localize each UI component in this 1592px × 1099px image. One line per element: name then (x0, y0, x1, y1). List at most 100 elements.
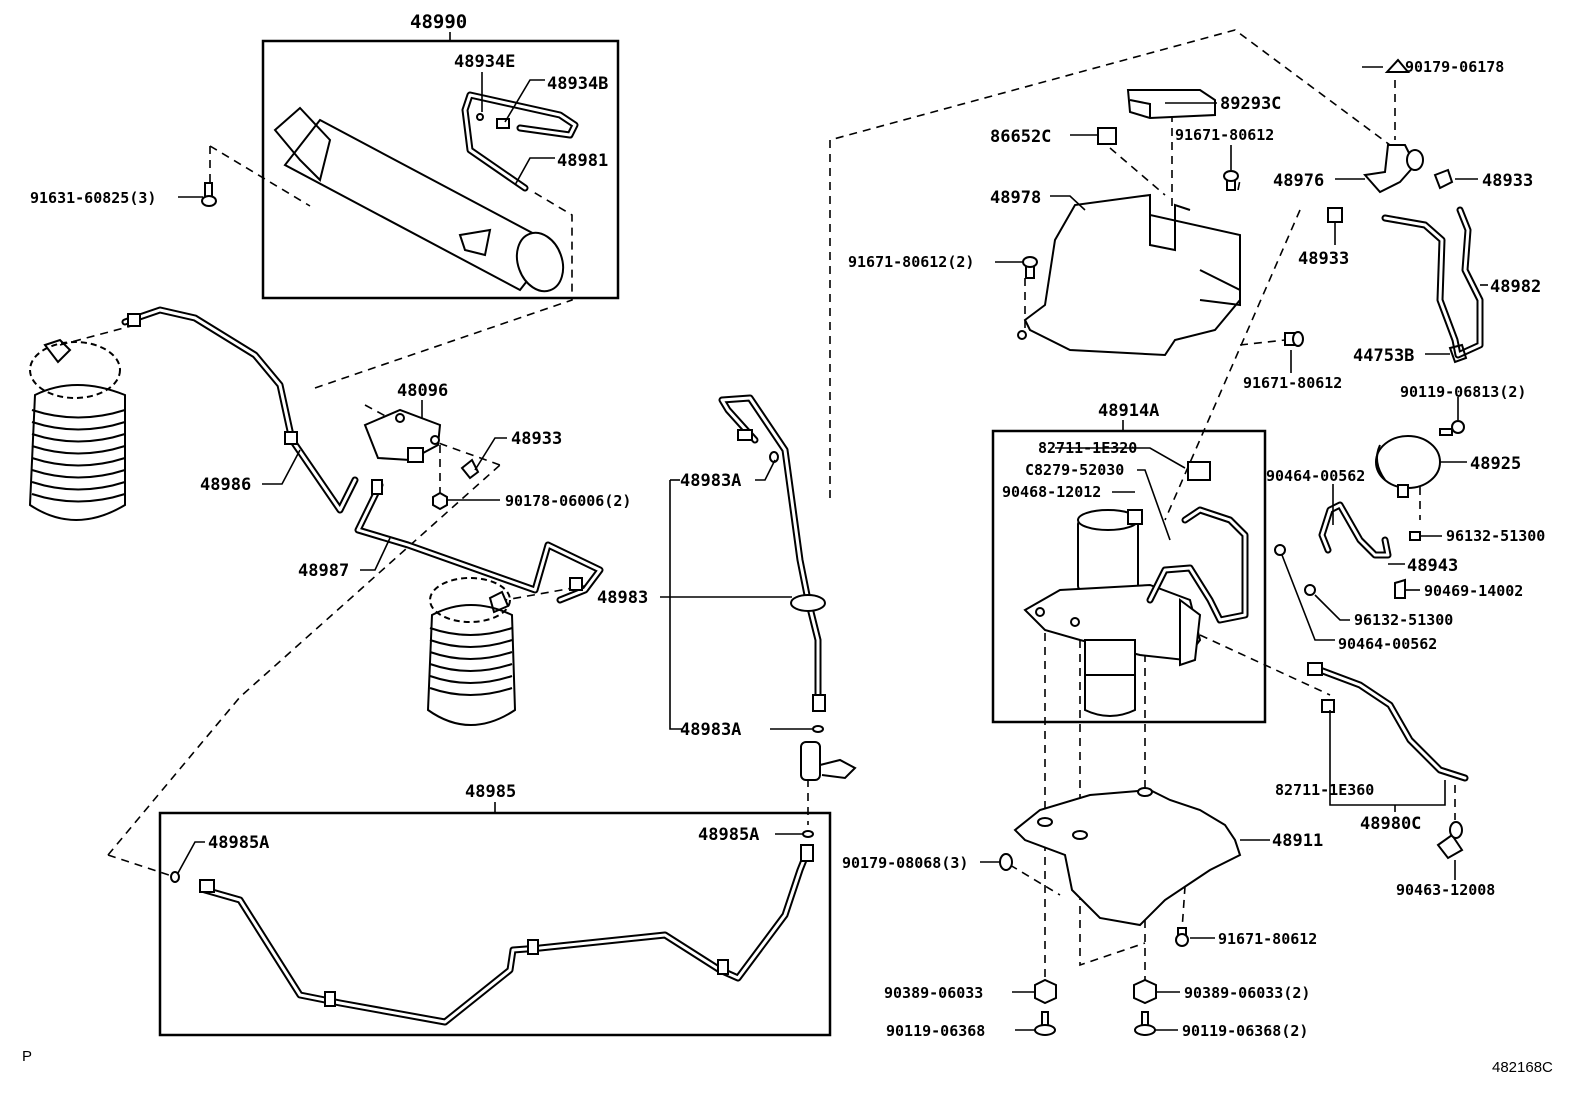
group-box-48914A (991, 429, 1267, 724)
label-90389-06033-right: 90389-06033(2) (1184, 984, 1310, 1002)
label-48983A-upper: 48983A (680, 471, 741, 491)
label-89293C: 89293C (1220, 94, 1281, 114)
computer-89293C[interactable] (1126, 89, 1216, 120)
bolt-90119-06368-left[interactable] (1034, 1011, 1056, 1036)
label-90464-00562-lower: 90464-00562 (1338, 635, 1437, 653)
label-48983: 48983 (597, 588, 648, 608)
o-ring-48983A-lower[interactable] (812, 725, 824, 733)
label-90463-12008: 90463-12008 (1396, 881, 1495, 899)
clip-48933-top-right[interactable] (1433, 168, 1454, 190)
label-90389-06033-left: 90389-06033 (884, 984, 983, 1002)
label-82711-1E320: 82711-1E320 (1038, 439, 1137, 457)
pipe-48985[interactable] (199, 844, 814, 1026)
pipe-48983[interactable] (718, 394, 826, 712)
label-91671-80612-top: 91671-80612 (1175, 126, 1274, 144)
label-90119-06368-left: 90119-06368 (886, 1022, 985, 1040)
label-48943: 48943 (1407, 556, 1458, 576)
o-ring-48985A-right[interactable] (802, 830, 814, 838)
hose-48982[interactable] (1381, 206, 1484, 359)
bolt-90119-06368-right[interactable] (1134, 1011, 1156, 1036)
clip-48933-left[interactable] (460, 458, 480, 480)
grommet-90179-08068[interactable] (999, 853, 1013, 871)
label-48933-mid-right: 48933 (1298, 249, 1349, 269)
cushion-90389-06033-right[interactable] (1133, 978, 1157, 1005)
label-90178-06006: 90178-06006(2) (505, 492, 631, 510)
wire-harness-48980C[interactable] (1307, 662, 1469, 782)
label-48934B: 48934B (547, 74, 608, 94)
clip-96132-51300-lower[interactable] (1304, 584, 1316, 596)
label-90119-06368-right: 90119-06368(2) (1182, 1022, 1308, 1040)
label-48985A-right: 48985A (698, 825, 759, 845)
nut-90178-06006[interactable] (432, 491, 448, 511)
bolt-91671-80612-top[interactable] (1223, 170, 1239, 191)
leader-lines (177, 66, 1488, 1031)
pipe-48986[interactable] (121, 306, 359, 514)
bolt-91671-80612-left[interactable] (1022, 256, 1038, 279)
label-91631-60825: 91631-60825(3) (30, 189, 156, 207)
label-48976: 48976 (1273, 171, 1324, 191)
bolt-91671-80612-bottom[interactable] (1175, 927, 1189, 947)
label-48982: 48982 (1490, 277, 1541, 297)
label-48914A: 48914A (1098, 401, 1159, 421)
label-48985: 48985 (465, 782, 516, 802)
label-48978: 48978 (990, 188, 1041, 208)
clamp-90464-00562-lower[interactable] (1274, 544, 1286, 556)
label-96132-51300-upper: 96132-51300 (1446, 527, 1545, 545)
bracket-48978[interactable] (1017, 193, 1241, 357)
bolt-91671-80612-right[interactable] (1284, 331, 1304, 347)
dryer-48925[interactable] (1375, 435, 1441, 498)
hose-48943[interactable] (1318, 501, 1392, 559)
label-48925: 48925 (1470, 454, 1521, 474)
compressor-48914A[interactable] (1023, 461, 1249, 717)
label-48990: 48990 (410, 11, 467, 33)
clip-90469-14002[interactable] (1394, 578, 1406, 599)
label-90179-06178: 90179-06178 (1405, 58, 1504, 76)
pipe-48987[interactable] (354, 479, 604, 604)
o-ring-48985A-left[interactable] (170, 871, 180, 883)
grommet-90179-06178[interactable] (1384, 58, 1411, 73)
bolt-91631-60825[interactable] (201, 182, 217, 207)
air-spring-left-upper (28, 338, 126, 521)
label-86652C: 86652C (990, 127, 1051, 147)
air-spring-left-lower (426, 577, 517, 726)
label-91671-80612-right: 91671-80612 (1243, 374, 1342, 392)
relay-86652C[interactable] (1097, 127, 1117, 145)
label-90469-14002: 90469-14002 (1424, 582, 1523, 600)
callout-labels: 48990 48934E 48934B 48981 91631-60825(3)… (30, 11, 1545, 1040)
group-box-48990 (261, 39, 620, 300)
label-90464-00562-upper: 90464-00562 (1266, 467, 1365, 485)
label-48911: 48911 (1272, 831, 1323, 851)
label-90179-08068: 90179-08068(3) (842, 854, 968, 872)
label-44753B: 44753B (1353, 346, 1414, 366)
label-C8279-52030: C8279-52030 (1025, 461, 1124, 479)
label-48981: 48981 (557, 151, 608, 171)
accumulator-tank[interactable] (273, 106, 571, 298)
clip-48933-mid-right[interactable] (1327, 207, 1343, 223)
label-48980C: 48980C (1360, 814, 1421, 834)
label-48986: 48986 (200, 475, 251, 495)
cushion-90389-06033-left[interactable] (1034, 978, 1057, 1005)
label-82711-1E360: 82711-1E360 (1275, 781, 1374, 799)
bracket-48911[interactable] (1013, 787, 1242, 927)
label-48933-top-right: 48933 (1482, 171, 1533, 191)
clip-96132-51300-upper[interactable] (1409, 531, 1421, 541)
bracket-48976[interactable] (1363, 144, 1424, 194)
union-fitting[interactable] (800, 741, 857, 781)
label-91671-80612-bottom: 91671-80612 (1218, 930, 1317, 948)
illustration-code: 482168C (1492, 1059, 1553, 1076)
clamp-44753B[interactable] (1448, 343, 1468, 364)
label-48985A-left: 48985A (208, 833, 269, 853)
label-96132-51300-lower: 96132-51300 (1354, 611, 1453, 629)
bolt-90119-06813[interactable] (1439, 420, 1465, 436)
label-48096: 48096 (397, 381, 448, 401)
label-48987: 48987 (298, 561, 349, 581)
page-marker: P (22, 1048, 32, 1065)
valve-48096[interactable] (363, 408, 442, 463)
label-48933-left: 48933 (511, 429, 562, 449)
label-91671-80612-2: 91671-80612(2) (848, 253, 974, 271)
label-48983A-lower: 48983A (680, 720, 741, 740)
clamp-90463-12008[interactable] (1436, 821, 1464, 860)
label-90119-06813: 90119-06813(2) (1400, 383, 1526, 401)
label-90468-12012: 90468-12012 (1002, 483, 1101, 501)
